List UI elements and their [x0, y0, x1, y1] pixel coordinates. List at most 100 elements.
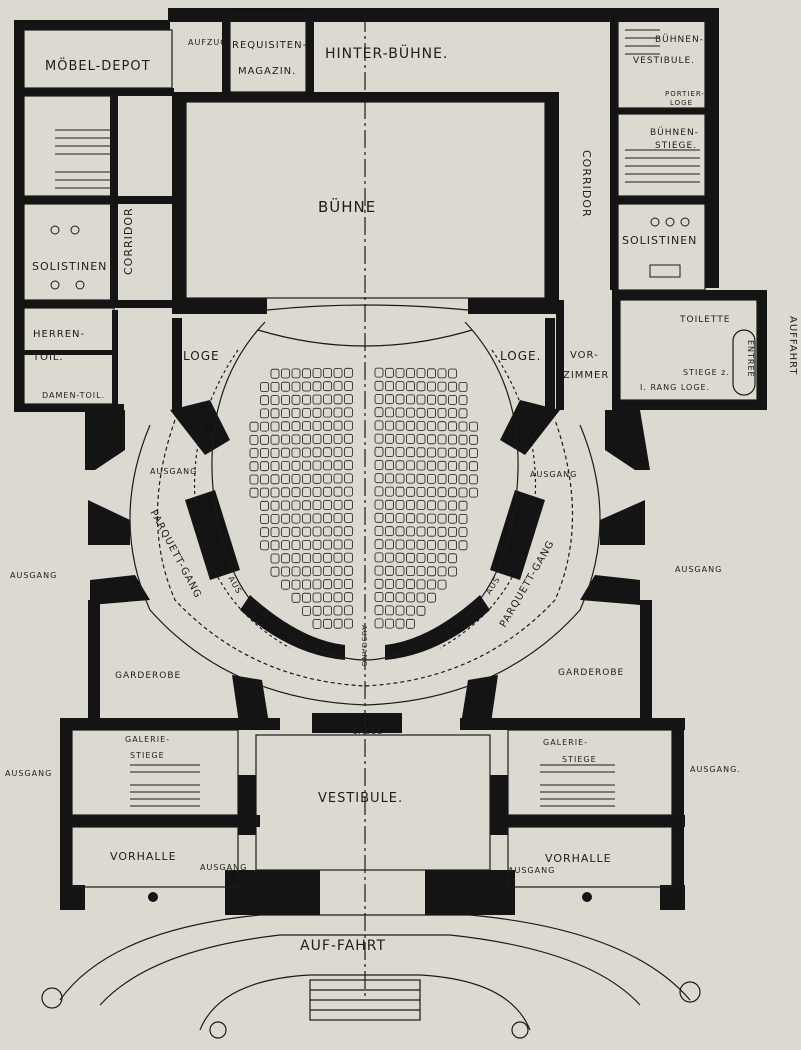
curve-wall-lower-left: [240, 595, 345, 660]
seat: [374, 526, 384, 536]
seat: [395, 592, 405, 603]
wall-lower-right-outer: [672, 718, 684, 818]
curve-wall-lower-right: [385, 595, 490, 660]
seat: [416, 592, 426, 603]
seat: [323, 486, 332, 497]
seat: [270, 447, 280, 458]
stair-treads-left: [55, 129, 110, 189]
seat: [312, 579, 322, 590]
seat: [385, 433, 394, 444]
seat: [344, 420, 353, 431]
wall-toilet-left: [14, 300, 24, 412]
seat: [260, 434, 269, 445]
seat: [469, 448, 478, 458]
stair-treads-galerie-right: [540, 764, 615, 807]
label-corridor-right: CORRIDOR: [580, 150, 593, 218]
orchestra-curve: [257, 329, 473, 347]
seat: [406, 552, 415, 563]
seat: [323, 394, 332, 405]
label-vorzimmer-1: VOR-: [570, 350, 599, 361]
seat: [323, 460, 332, 471]
label-stiege-rang-2: I. RANG LOGE.: [640, 383, 710, 392]
seat: [302, 407, 311, 418]
seat: [344, 473, 353, 484]
seat: [323, 420, 332, 431]
label-loge-left: LOGE: [183, 349, 220, 363]
seat: [344, 565, 353, 576]
seat: [374, 578, 384, 589]
room-toilets: [23, 307, 115, 405]
seat: [333, 407, 343, 418]
label-ausgang-inner-right: AUSGANG: [530, 470, 577, 479]
seat: [427, 460, 436, 471]
seat: [416, 407, 426, 418]
seat: [281, 381, 290, 392]
label-ausgang-center: AUSGANG: [360, 625, 368, 667]
label-buehnen-stiege-1: BÜHNEN-: [650, 127, 699, 138]
seat: [291, 434, 301, 445]
wall-right-upper: [705, 8, 719, 288]
ring-outer: [129, 424, 601, 706]
seat: [281, 460, 290, 471]
seat: [458, 421, 468, 432]
seat: [427, 473, 436, 484]
wall-loge-right-outer: [545, 318, 555, 410]
portico-right-mass: [425, 870, 515, 915]
seat: [323, 526, 332, 537]
room-moebel-depot: [23, 29, 173, 89]
driveway-volute-right: [679, 981, 701, 1003]
seat: [302, 473, 311, 484]
seat: [270, 553, 280, 564]
seat: [333, 526, 343, 537]
seat: [437, 381, 447, 392]
wall-lower-left-outer: [60, 718, 72, 818]
wall-stage-left: [172, 92, 186, 307]
label-ausgang-outer-left: AUSGANG: [10, 571, 57, 580]
stair-treads-right: [625, 29, 700, 183]
mass-left-b: [88, 500, 130, 545]
wall-garderobe-right: [640, 600, 652, 720]
seat: [249, 474, 259, 485]
seat: [270, 527, 280, 537]
seat: [448, 434, 457, 445]
seat: [416, 447, 426, 458]
seat: [406, 618, 415, 629]
seat: [374, 420, 384, 431]
seat: [323, 552, 332, 563]
label-solistinen-left: SOLISTINEN: [32, 260, 107, 273]
seat: [437, 513, 447, 524]
seat: [260, 540, 269, 551]
seat: [458, 474, 468, 485]
seat: [437, 447, 447, 458]
seat: [458, 514, 468, 524]
wall-right-side-bottom: [612, 400, 767, 410]
seat: [395, 433, 405, 444]
seat: [333, 473, 343, 484]
label-galerie-stiege-left-2: STIEGE: [130, 751, 165, 760]
seat: [385, 381, 394, 391]
seat: [385, 513, 394, 523]
seat: [260, 448, 269, 458]
seat: [323, 447, 332, 458]
label-requisiten-2: MAGAZIN.: [238, 66, 296, 77]
seat: [374, 512, 384, 523]
seat: [448, 447, 457, 458]
seat: [323, 434, 332, 444]
label-vorhalle-left: VORHALLE: [110, 850, 177, 863]
seat: [406, 368, 415, 378]
seat: [333, 579, 343, 589]
seat: [427, 381, 436, 392]
seat: [312, 381, 322, 392]
seat: [281, 540, 290, 550]
room-solistinen-left: [23, 203, 113, 301]
label-corridor-left: CORRIDOR: [122, 207, 135, 275]
seat: [406, 566, 415, 576]
auditorium-seating: [249, 367, 478, 629]
seat: [302, 553, 311, 563]
seat: [249, 487, 259, 498]
seat: [281, 579, 290, 590]
seat: [385, 565, 394, 576]
seat: [333, 605, 343, 616]
seat: [302, 460, 311, 471]
seat: [374, 473, 384, 484]
